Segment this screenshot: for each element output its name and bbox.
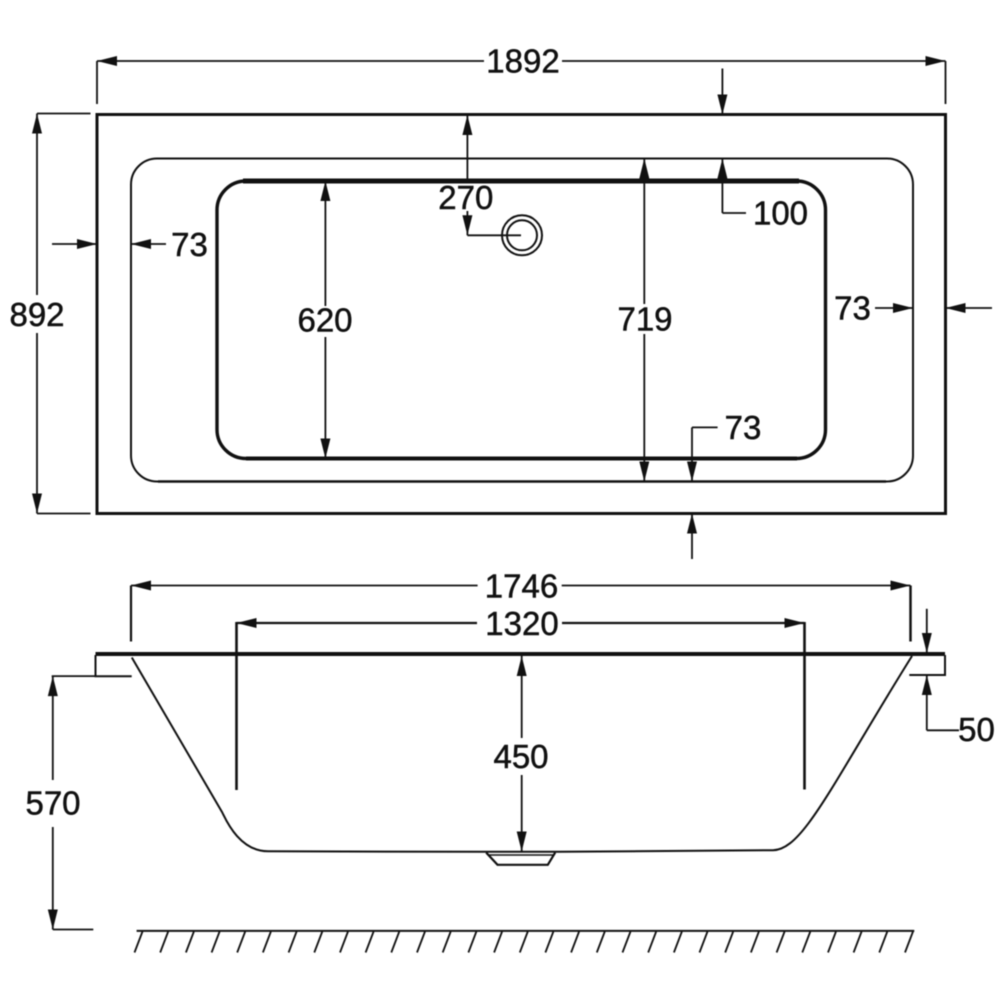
svg-text:270: 270 [438,179,493,216]
svg-text:570: 570 [25,784,80,821]
svg-text:719: 719 [617,300,672,337]
svg-text:892: 892 [9,296,64,333]
svg-text:100: 100 [753,194,808,231]
svg-text:620: 620 [297,301,352,338]
svg-text:1892: 1892 [486,42,559,79]
svg-text:73: 73 [725,409,762,446]
svg-text:1746: 1746 [485,567,558,604]
svg-text:450: 450 [493,738,548,775]
svg-text:1320: 1320 [485,605,558,642]
svg-text:50: 50 [958,711,995,748]
svg-text:73: 73 [171,226,208,263]
svg-text:73: 73 [834,289,871,326]
